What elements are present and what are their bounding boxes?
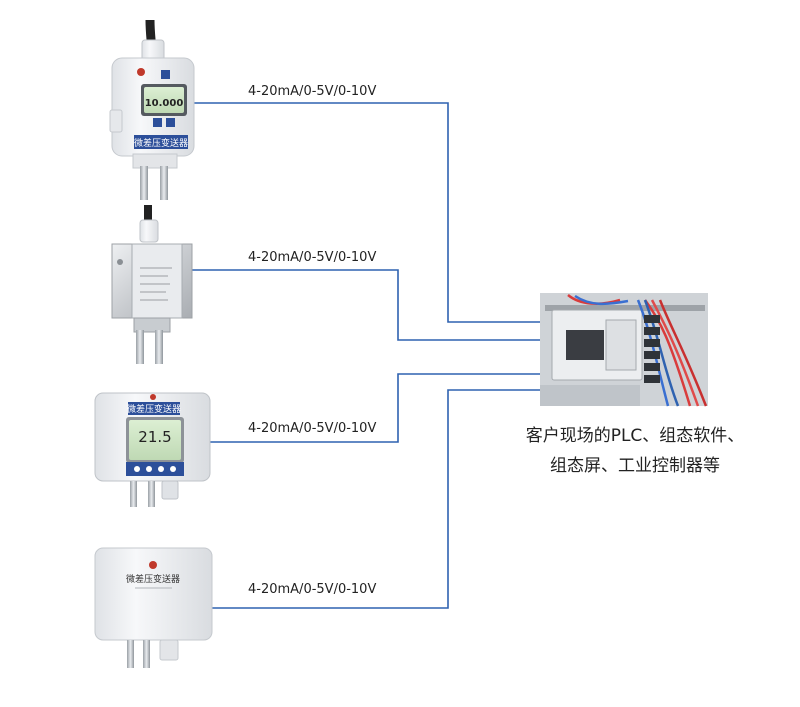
signal-label-4: 4-20mA/0-5V/0-10V bbox=[248, 582, 377, 597]
cable-gland bbox=[161, 480, 179, 500]
pressure-port-left bbox=[130, 481, 137, 507]
key-s2 bbox=[153, 118, 162, 127]
signal-label-3: 4-20mA/0-5V/0-10V bbox=[248, 421, 377, 436]
bottom-block bbox=[133, 317, 171, 333]
name-plate-text: 微差压变送器 bbox=[127, 403, 181, 415]
pressure-port-left bbox=[140, 166, 148, 200]
pressure-port-left bbox=[127, 640, 134, 668]
side-flange bbox=[109, 109, 123, 133]
connector-lines bbox=[185, 102, 540, 609]
key-s3 bbox=[166, 118, 175, 127]
transmitter-2-steel bbox=[111, 205, 193, 364]
lcd-value: 10.000 bbox=[145, 98, 184, 109]
key-icon bbox=[134, 466, 140, 472]
signal-label-2: 4-20mA/0-5V/0-10V bbox=[248, 250, 377, 265]
pressure-port-right bbox=[155, 330, 163, 364]
brand-logo-icon bbox=[149, 561, 157, 569]
housing bbox=[131, 243, 183, 319]
pressure-port-left bbox=[136, 330, 144, 364]
key-s1 bbox=[161, 70, 170, 79]
pressure-port-right bbox=[143, 640, 150, 668]
key-icon bbox=[158, 466, 164, 472]
terminal-block bbox=[644, 315, 660, 383]
signal-label-1: 4-20mA/0-5V/0-10V bbox=[248, 84, 377, 99]
brand-logo-icon bbox=[150, 394, 156, 400]
lcd-screen bbox=[144, 87, 184, 113]
target-caption-line2: 组态屏、工业控制器等 bbox=[550, 456, 720, 476]
terminal-wires bbox=[567, 293, 708, 407]
plc-display bbox=[566, 330, 604, 360]
target-caption-line1: 客户现场的PLC、组态软件、 bbox=[525, 426, 745, 446]
key-icon bbox=[146, 466, 152, 472]
spec-label-lines bbox=[140, 267, 172, 301]
connector-line-2 bbox=[185, 269, 540, 341]
name-plate bbox=[134, 135, 188, 149]
lcd-value: 21.5 bbox=[138, 428, 171, 446]
key-panel bbox=[126, 462, 184, 476]
lcd-screen bbox=[129, 420, 181, 460]
connector-line-1 bbox=[190, 102, 540, 323]
brand-logo-icon bbox=[137, 68, 145, 76]
name-plate bbox=[128, 402, 180, 415]
connector-line-4 bbox=[212, 389, 540, 609]
key-icon bbox=[170, 466, 176, 472]
housing bbox=[94, 547, 213, 641]
pressure-port-right bbox=[148, 481, 155, 507]
transmitter-1-digital: 10.000 微差压变送器 bbox=[109, 19, 195, 200]
name-plate-text: 微差压变送器 bbox=[126, 573, 180, 585]
pressure-port-right bbox=[160, 166, 168, 200]
bottom-block bbox=[132, 153, 178, 169]
transmitter-3-lcd: 微差压变送器 21.5 bbox=[94, 392, 211, 507]
target-caption: 客户现场的PLC、组态软件、 组态屏、工业控制器等 bbox=[490, 421, 780, 481]
plc-cabinet-image bbox=[540, 293, 708, 407]
connector-line-3 bbox=[210, 373, 540, 443]
mount-hole-icon bbox=[117, 259, 123, 265]
name-plate-text: 微差压变送器 bbox=[134, 137, 188, 149]
transmitter-4-plain: 微差压变送器 bbox=[94, 547, 213, 668]
cabinet-bottom bbox=[540, 385, 640, 406]
cable-gland bbox=[159, 639, 179, 661]
cable-gland bbox=[139, 219, 159, 243]
din-rail bbox=[545, 305, 705, 311]
plc-module bbox=[605, 319, 637, 371]
